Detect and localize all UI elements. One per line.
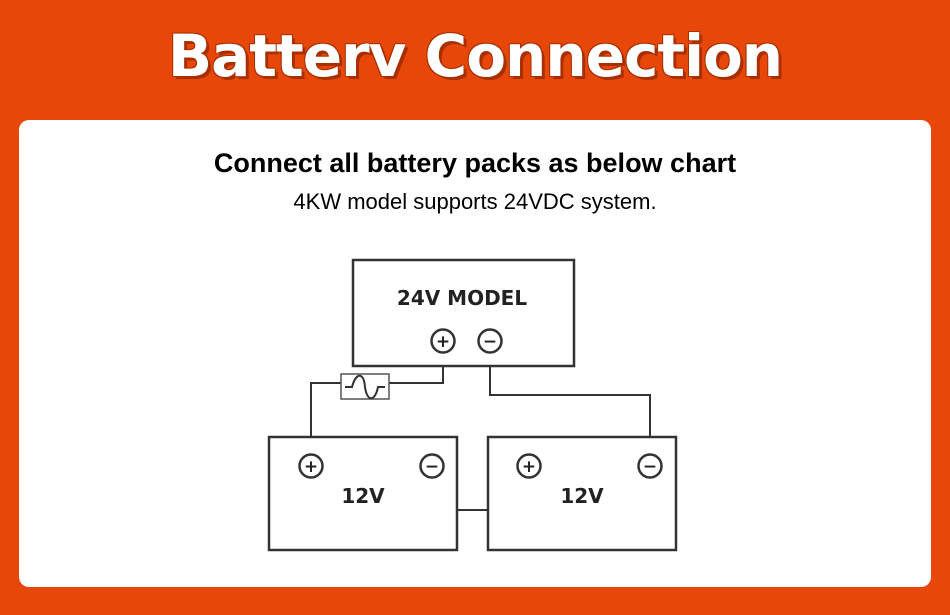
right-battery-negative-terminal: − [637, 453, 663, 479]
inverter-label: 24V MODEL [397, 286, 527, 310]
right-battery-positive-terminal: + [516, 453, 542, 479]
fuse-icon [340, 373, 390, 400]
terminal-positive-label: + [522, 457, 536, 477]
inverter-box [351, 258, 576, 368]
card-heading: Connect all battery packs as below chart [213, 148, 737, 178]
card-subheading: 4KW model supports 24VDC system. [293, 189, 657, 214]
terminal-negative-label: − [643, 457, 657, 477]
terminal-positive-label: + [304, 457, 318, 477]
page-title: Batterv Connection [167, 22, 783, 90]
wire-negative-to-right-negative [489, 352, 651, 455]
battery-right-label: 12V [560, 484, 604, 508]
battery-left-label: 12V [341, 484, 385, 508]
left-battery-positive-terminal: + [298, 453, 324, 479]
inverter-positive-terminal: + [430, 328, 456, 354]
wire-fuse-to-left-positive [310, 382, 341, 455]
inverter-negative-terminal: − [477, 328, 503, 354]
left-battery-negative-terminal: − [419, 453, 445, 479]
terminal-negative-label: − [425, 457, 439, 477]
terminal-positive-label: + [436, 332, 450, 352]
terminal-negative-label: − [483, 332, 497, 352]
